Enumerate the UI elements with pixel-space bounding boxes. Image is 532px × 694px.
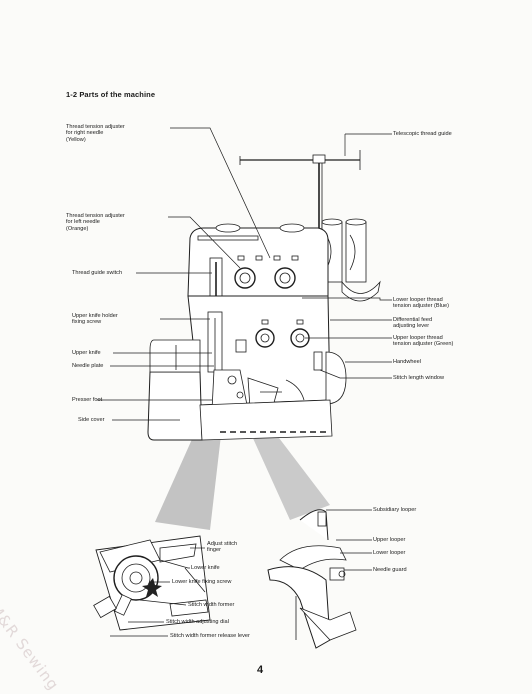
- label-upper-looper: Upper looper: [373, 537, 406, 543]
- label-stitch-width-former: Stitch width former: [188, 602, 235, 608]
- label-subsidiary-looper: Subsidiary looper: [373, 507, 417, 513]
- label-lower-looper: Lower looper: [373, 550, 406, 556]
- machine-body: 1.85 1.35 0.9: [187, 223, 329, 323]
- page-number: 4: [257, 664, 264, 676]
- label-stitch-length-window: Stitch length window: [393, 375, 444, 381]
- label-adjust-stitch-finger: Adjust stitch finger: [207, 541, 238, 554]
- machine-middle: [187, 295, 347, 411]
- label-needle-plate: Needle plate: [72, 363, 104, 369]
- label-tension-right-needle: Thread tension adjuster for right needle…: [66, 124, 125, 143]
- label-stitch-width-adjusting-dial: Stitch width adjusting dial: [166, 619, 229, 625]
- label-presser-foot: Presser foot: [72, 397, 103, 403]
- label-needle-guard: Needle guard: [373, 567, 407, 573]
- label-handwheel: Handwheel: [393, 359, 421, 365]
- label-thread-guide-switch: Thread guide switch: [72, 270, 123, 276]
- label-lower-looper-tension: Lower looper thread tension adjuster (Bl…: [393, 297, 449, 310]
- label-upper-knife-holder-screw: Upper knife holder fixing screw: [72, 313, 118, 326]
- leader-lines: [97, 127, 392, 637]
- looper-detail-drawing: [267, 509, 357, 649]
- label-side-cover: Side cover: [78, 417, 105, 423]
- label-stitch-width-former-release-lever: Stitch width former release lever: [170, 633, 250, 639]
- label-upper-knife: Upper knife: [72, 350, 101, 356]
- label-lower-knife-fixing-screw: Lower knife fixing screw: [172, 579, 232, 585]
- label-upper-looper-tension: Upper looper thread tension adjuster (Gr…: [393, 335, 454, 348]
- label-telescopic-thread-guide: Telescopic thread guide: [393, 131, 452, 137]
- thread-spools: [321, 218, 381, 302]
- machine-bed: [147, 339, 333, 441]
- label-lower-knife: Lower knife: [191, 565, 220, 571]
- label-tension-left-needle: Thread tension adjuster for left needle …: [66, 213, 125, 232]
- section-title: 1-2 Parts of the machine: [66, 90, 156, 99]
- knife-detail-drawing: [93, 535, 211, 631]
- label-differential-feed-lever: Differential feed adjusting lever: [393, 317, 433, 330]
